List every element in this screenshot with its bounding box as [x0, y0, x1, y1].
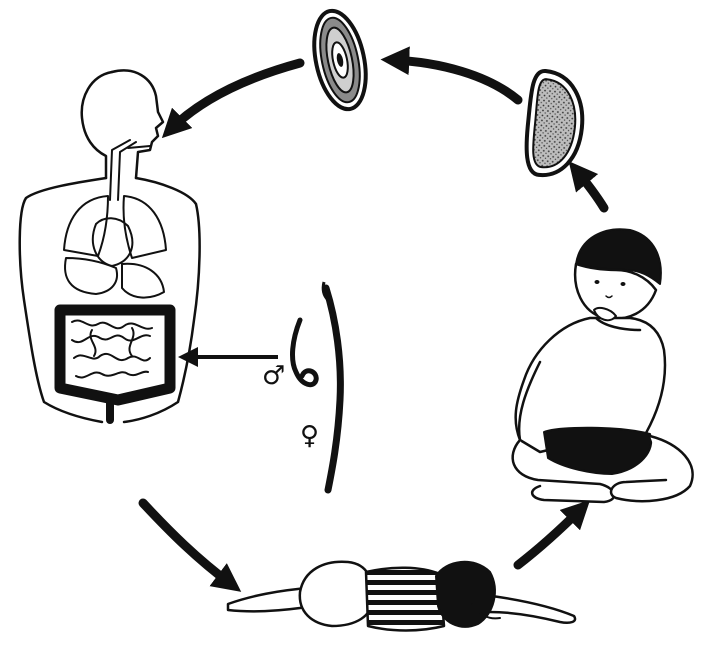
female-worm [322, 284, 344, 494]
sitting-child-icon [511, 228, 694, 504]
male-worm [290, 317, 319, 388]
arrow-egg-to-body [161, 58, 305, 139]
arrow-sleeping-to-child [513, 499, 591, 570]
arrow-egg-to-egg [380, 46, 523, 105]
cycle-arrows [138, 46, 609, 592]
arrow-body-to-sleeping [138, 498, 242, 592]
male-symbol: ♂ [262, 361, 285, 391]
arrow-child-to-egg [568, 161, 609, 213]
worm-pair-icon: ♂ ♀ [262, 281, 344, 494]
stippled-egg-icon [524, 69, 585, 177]
anatomy-torso-icon [18, 69, 201, 424]
sleeping-child-icon [226, 560, 577, 632]
larvated-egg-icon [312, 8, 368, 112]
female-symbol: ♀ [300, 421, 319, 451]
